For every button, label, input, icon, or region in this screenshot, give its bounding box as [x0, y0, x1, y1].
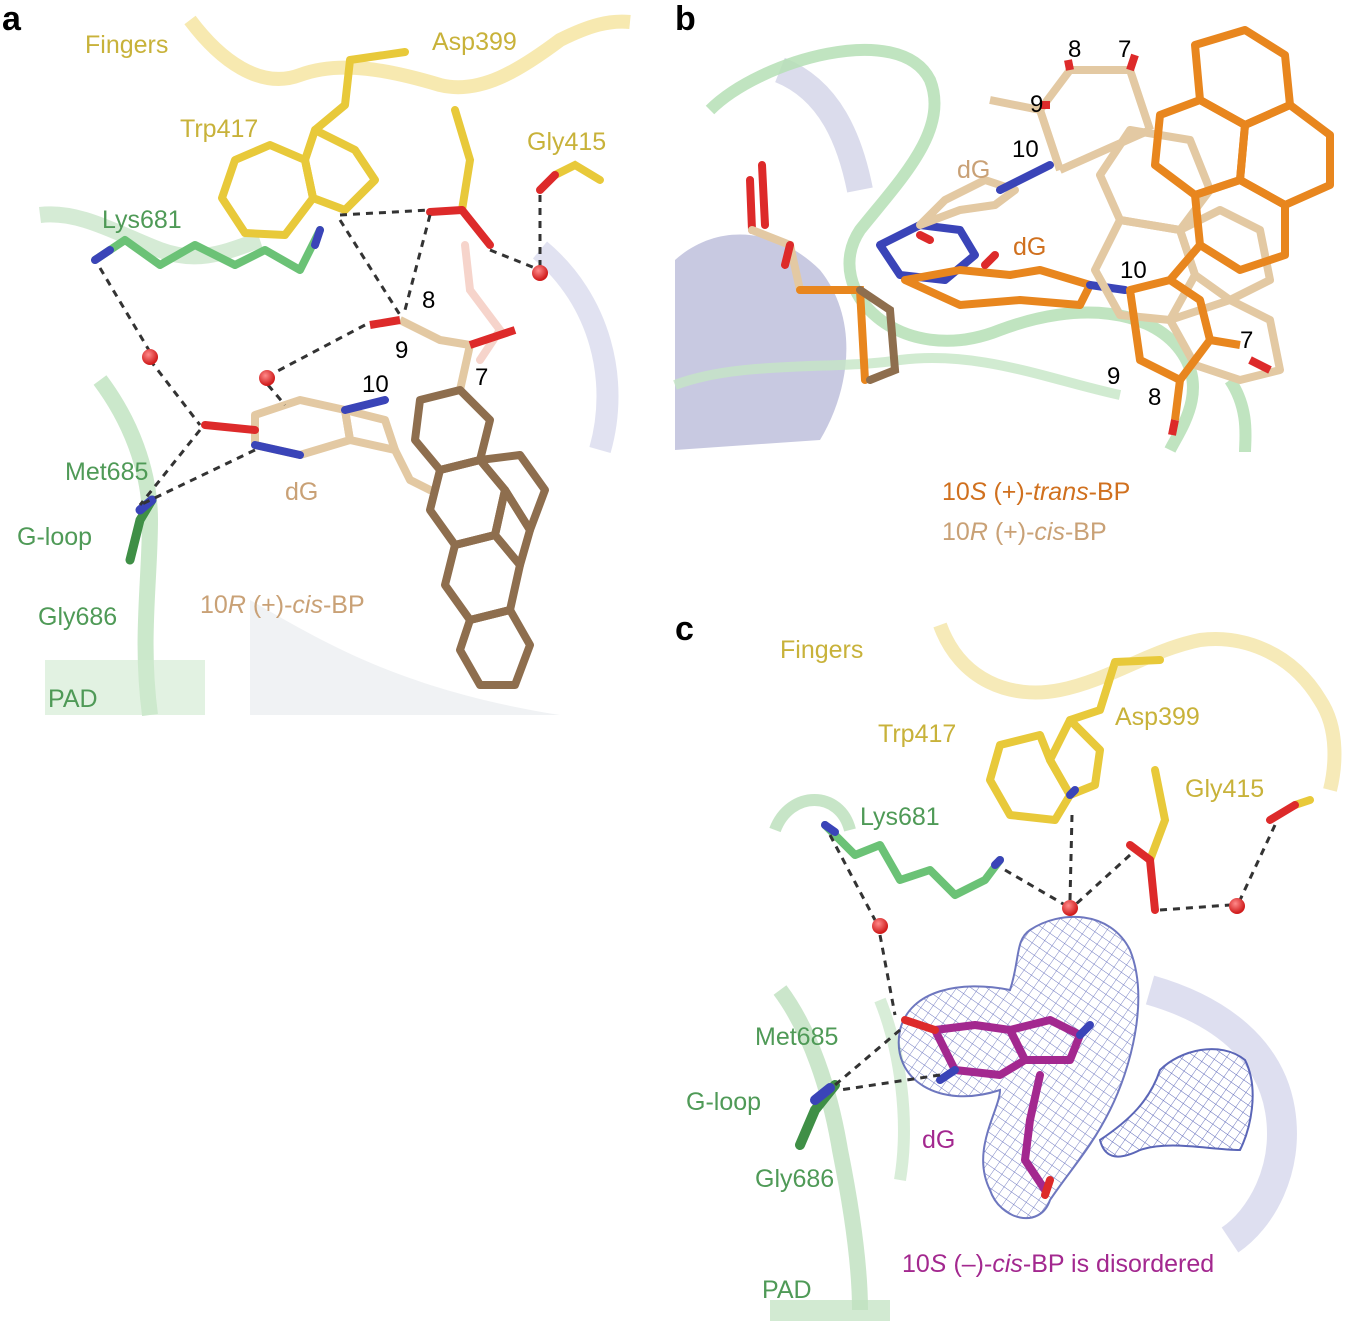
blue-helix-c — [1145, 975, 1297, 1253]
panel-b: b 8 7 9 10 dG dG 10 7 9 8 10S (+)-trans-… — [673, 0, 1335, 546]
fingers-label-a: Fingers — [85, 31, 168, 59]
pad-ribbon — [93, 375, 159, 717]
atom-8-top-b: 8 — [1068, 36, 1081, 63]
pad-block — [45, 660, 205, 715]
legend-trans-b: 10S (+)-trans-BP — [942, 478, 1130, 506]
met685-label-a: Met685 — [65, 458, 148, 486]
trp417-label-a: Trp417 — [180, 115, 258, 143]
sugar-ghost-a — [461, 241, 505, 364]
green-ribbon-c — [769, 794, 856, 833]
bp-trans-b — [1126, 26, 1334, 436]
trp417-stick — [218, 48, 409, 239]
water-a-2 — [259, 370, 275, 386]
atom-10-label-a: 10 — [362, 371, 389, 398]
gly686-label-a: Gly686 — [38, 603, 117, 631]
gloop-label-a: G-loop — [17, 523, 92, 551]
gly415-stick-c — [1266, 796, 1314, 824]
dg-bases-b — [876, 161, 1129, 309]
trp417-label-c: Trp417 — [878, 720, 956, 748]
green-loop-b-3 — [1224, 376, 1252, 453]
dg-label-c: dG — [922, 1126, 955, 1154]
dg-tan-label-b: dG — [957, 156, 990, 184]
fingers-ribbon-c — [933, 622, 1342, 792]
dg-base-a — [201, 396, 434, 494]
pad-ribbon-c — [773, 985, 868, 1311]
asp399-label-c: Asp399 — [1115, 703, 1200, 731]
pad-label-c: PAD — [762, 1276, 812, 1304]
fingers-label-c: Fingers — [780, 636, 863, 664]
panel-c: c Fingers Trp417 Asp399 Gly415 Lys681 Me… — [675, 610, 1342, 1321]
asp399-label-a: Asp399 — [432, 28, 517, 56]
atom-9-top-b: 9 — [1030, 91, 1043, 118]
caption-c: 10S (–)-cis-BP is disordered — [902, 1250, 1214, 1278]
atom-7-bot-b: 7 — [1240, 327, 1253, 354]
atom-8-label-a: 8 — [422, 287, 435, 314]
trp417-stick-c — [986, 656, 1164, 824]
panel-b-letter: b — [675, 0, 696, 38]
asp399-stick-c — [1126, 766, 1170, 914]
lys681-label-c: Lys681 — [860, 803, 940, 831]
lys681-stick — [91, 226, 324, 274]
met685-stick-c — [795, 1080, 840, 1150]
hbonds-a — [98, 195, 542, 507]
atom-7-top-b: 7 — [1118, 36, 1131, 63]
panel-a: a Fingers Asp399 Trp417 Gly415 Lys681 Me… — [2, 0, 631, 717]
legend-cis-b: 10R (+)-cis-BP — [942, 518, 1107, 546]
gloop-label-c: G-loop — [686, 1088, 761, 1116]
dg-orange-label-b: dG — [1013, 233, 1046, 261]
pad-block-c — [770, 1300, 890, 1321]
hbonds-c — [828, 814, 1277, 1092]
bp-adduct-a — [369, 316, 549, 689]
panel-a-letter: a — [2, 0, 22, 38]
green-loop-b-2 — [673, 353, 1122, 400]
atom-9-label-a: 9 — [395, 337, 408, 364]
atom-7-label-a: 7 — [475, 364, 488, 391]
pad-label-a: PAD — [48, 685, 98, 713]
gly415-label-c: Gly415 — [1185, 775, 1264, 803]
gly415-label-a: Gly415 — [527, 128, 606, 156]
dg-stick-c — [901, 1016, 1094, 1199]
water-a-1 — [142, 349, 158, 365]
adduct-label-a: 10R (+)-cis-BP — [200, 591, 365, 619]
panel-c-letter: c — [675, 610, 694, 648]
fingers-ribbon — [184, 14, 631, 95]
asp399-stick — [426, 106, 494, 249]
water-c-3 — [1229, 898, 1245, 914]
water-a-3 — [532, 265, 548, 281]
met685-label-c: Met685 — [755, 1023, 838, 1051]
atom-9-bot-b: 9 — [1107, 363, 1120, 390]
pad-ribbon-c-2 — [874, 997, 910, 1181]
atom-8-bot-b: 8 — [1148, 384, 1161, 411]
gly686-label-c: Gly686 — [755, 1165, 834, 1193]
water-c-1 — [872, 918, 888, 934]
lys681-label-a: Lys681 — [102, 206, 182, 234]
bottom-shadow — [250, 600, 560, 715]
blue-helix-b-2 — [774, 57, 873, 193]
blue-ribbon — [532, 241, 619, 454]
green-ribbon — [39, 206, 263, 265]
atom-10-bot-b: 10 — [1120, 257, 1147, 284]
lys681-stick-c — [821, 821, 1004, 899]
dg-label-a: dG — [285, 478, 318, 506]
bp-cis-b — [989, 53, 1284, 384]
water-c-2 — [1062, 900, 1078, 916]
gly415-stick — [536, 160, 604, 194]
atom-10-top-b: 10 — [1012, 136, 1039, 163]
sugar-phosphate-b — [746, 161, 900, 384]
